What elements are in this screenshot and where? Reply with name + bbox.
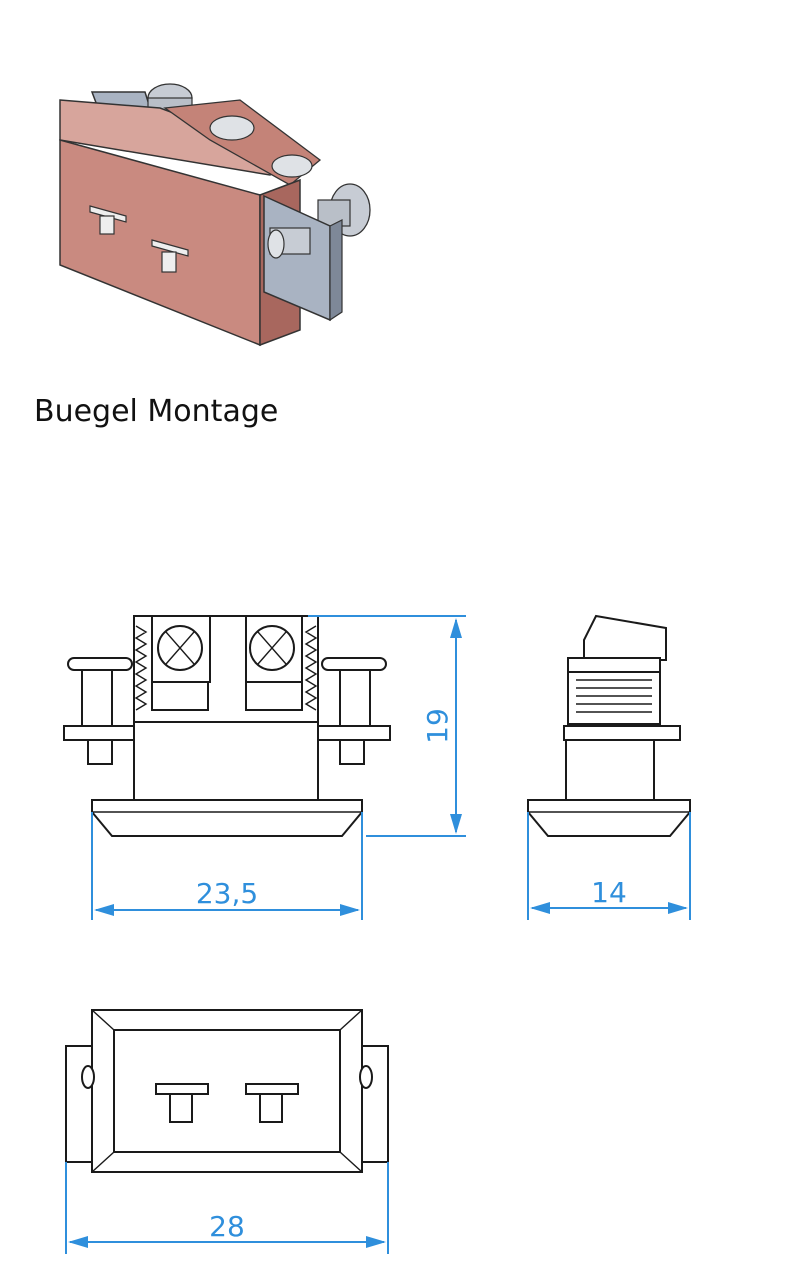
caption-label: Buegel Montage bbox=[34, 394, 279, 429]
dim-side-width-label: 14 bbox=[591, 876, 627, 909]
plan-view bbox=[65, 1009, 389, 1173]
dim-front-width-label: 23,5 bbox=[196, 877, 258, 910]
dim-total-width-label: 28 bbox=[209, 1210, 245, 1243]
connector-3d-render bbox=[59, 83, 371, 347]
side-view bbox=[527, 614, 691, 837]
dim-height-label: 19 bbox=[421, 708, 454, 744]
front-view bbox=[63, 615, 391, 837]
